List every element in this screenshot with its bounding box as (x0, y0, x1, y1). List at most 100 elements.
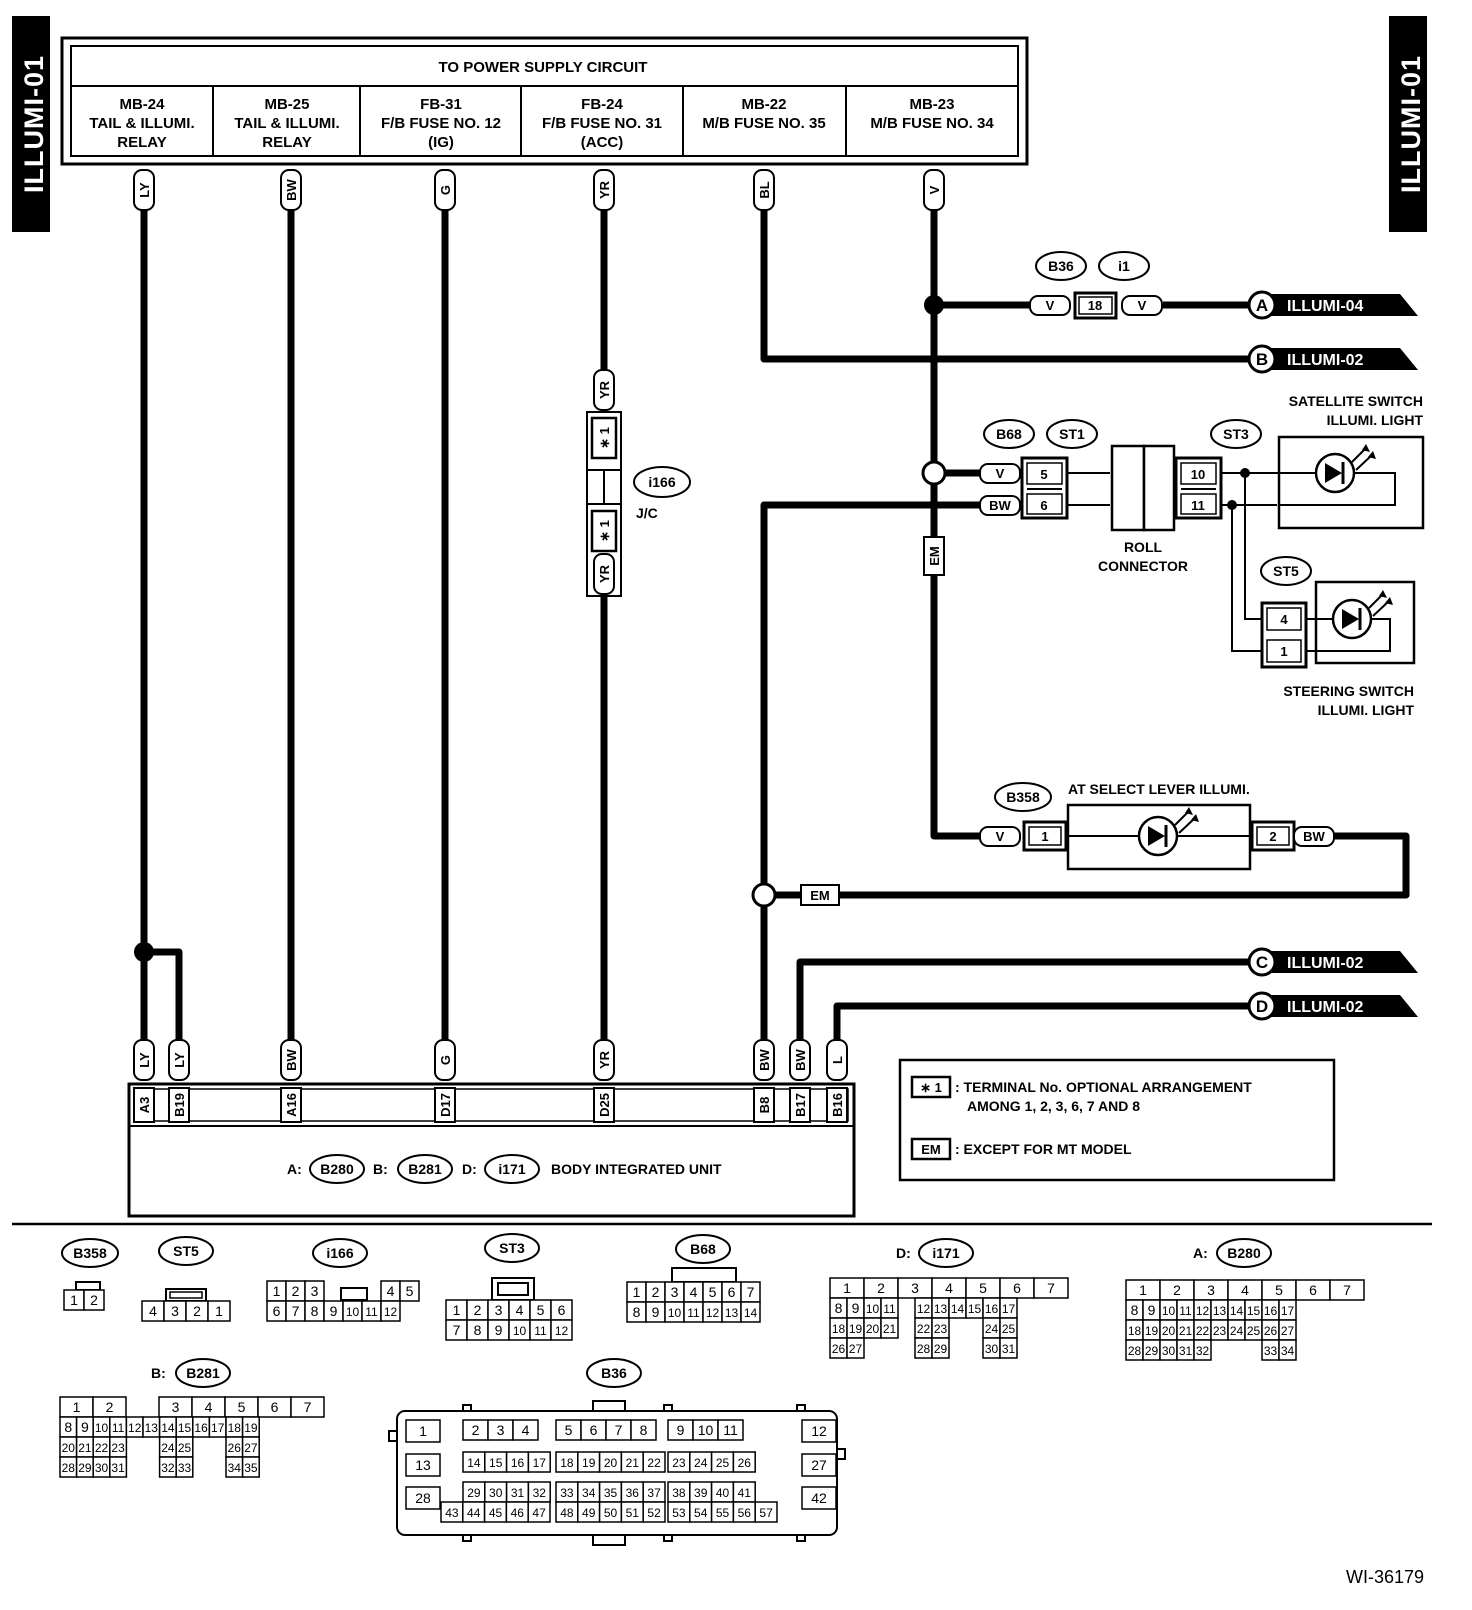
b36-pin-4: 4 (522, 1422, 530, 1438)
ps-col-6-line-2: M/B FUSE NO. 34 (870, 115, 994, 132)
b68-pin-14: 14 (744, 1306, 758, 1320)
i171-pin-31: 31 (1002, 1342, 1016, 1356)
i171-pin-30: 30 (985, 1342, 999, 1356)
b36-pin-cell (512, 1419, 539, 1441)
page-tag-right: ILLUMI-01 (1389, 16, 1427, 232)
biu-pin-a16: A16 (284, 1093, 299, 1117)
b36-pin-25: 25 (716, 1456, 730, 1470)
b68-pin-cell (740, 1301, 761, 1323)
b36-pin-cell (801, 1419, 837, 1443)
b68-pin-7: 7 (747, 1284, 755, 1300)
body-integrated-unit: A3 B19 A16 D17 D25 B8 B17 B16 LY LY BW G (127, 1039, 856, 1218)
junction-dot (134, 942, 154, 962)
b281-pin-35: 35 (244, 1461, 258, 1475)
power-supply-title: TO POWER SUPPLY CIRCUIT (439, 59, 648, 76)
satellite-label-1: SATELLITE SWITCH (1289, 393, 1423, 409)
b281-pin-9: 9 (81, 1419, 89, 1435)
face-label-i171: i171 (932, 1245, 959, 1261)
em-tag-vertical: EM (923, 536, 945, 576)
b280-pin-20: 20 (1162, 1324, 1176, 1338)
b36-pin-46: 46 (511, 1506, 525, 1520)
b281-pin-13: 13 (145, 1421, 159, 1435)
face-label-st3: ST3 (499, 1240, 525, 1256)
b36-pin-cell (642, 1451, 666, 1473)
st3-pin-8: 8 (474, 1322, 482, 1338)
b36-pin-1: 1 (419, 1423, 427, 1439)
connector-b36-i1: B36 i1 V 18 V (1029, 251, 1163, 320)
b280-pin-19: 19 (1145, 1324, 1159, 1338)
b68-pin-13: 13 (725, 1306, 739, 1320)
b281-pin-2: 2 (106, 1399, 114, 1415)
i171-pin-cell (1033, 1277, 1069, 1299)
connector-b358-label: B358 (1006, 789, 1040, 805)
st3-pin-3: 3 (495, 1302, 503, 1318)
b36-pin-33: 33 (560, 1486, 574, 1500)
b36-pin-5: 5 (565, 1422, 573, 1438)
connector-st1-label: ST1 (1059, 426, 1085, 442)
legend-text-2: : EXCEPT FOR MT MODEL (955, 1141, 1132, 1157)
page-tag-left-text: ILLUMI-01 (19, 55, 49, 193)
b280-pin-27: 27 (1281, 1324, 1295, 1338)
b281-pin-30: 30 (95, 1461, 109, 1475)
offpage-d-ref: ILLUMI-02 (1287, 999, 1364, 1016)
b280-pin-7: 7 (1343, 1282, 1351, 1298)
connector-st5-pin-4: 4 (1280, 612, 1288, 627)
b36-pin-35: 35 (604, 1486, 618, 1500)
b281-pin-33: 33 (178, 1461, 192, 1475)
b68-pin-2: 2 (652, 1284, 660, 1300)
b36-pin-36: 36 (626, 1486, 640, 1500)
i171-pin-cell (931, 1337, 950, 1359)
b358-pin-cell (83, 1289, 105, 1311)
b281-pin-23: 23 (111, 1441, 125, 1455)
wire-tag-top-3: G (438, 185, 453, 195)
b280-pin-3: 3 (1207, 1282, 1215, 1298)
b281-pin-34: 34 (228, 1461, 242, 1475)
b280-pin-34: 34 (1281, 1344, 1295, 1358)
b36-pin-cell (527, 1451, 551, 1473)
b281-pin-16: 16 (194, 1421, 208, 1435)
b36-pin-38: 38 (672, 1486, 686, 1500)
b280-pin-24: 24 (1230, 1324, 1244, 1338)
i171-pin-5: 5 (979, 1280, 987, 1296)
ps-col-5-line-2: M/B FUSE NO. 35 (702, 115, 825, 132)
b280-pin-25: 25 (1247, 1324, 1261, 1338)
biu-pin-b19: B19 (172, 1093, 187, 1117)
b36-pin-cell (801, 1453, 837, 1477)
face-label-st5: ST5 (173, 1243, 199, 1259)
b281-pin-5: 5 (238, 1399, 246, 1415)
i171-pin-cell (880, 1317, 899, 1339)
satellite-label-2: ILLUMI. LIGHT (1327, 412, 1424, 428)
b281-pin-32: 32 (161, 1461, 175, 1475)
legend-text-1b: AMONG 1, 2, 3, 6, 7 AND 8 (967, 1098, 1140, 1114)
junction-dot (1227, 500, 1237, 510)
b36-pin-2: 2 (472, 1422, 480, 1438)
b36-pin-12: 12 (811, 1423, 827, 1439)
st3-pin-6: 6 (558, 1302, 566, 1318)
b281-pin-cell (290, 1396, 325, 1418)
b36-pin-52: 52 (647, 1506, 661, 1520)
b36-pin-53: 53 (672, 1506, 686, 1520)
b281-pin-7: 7 (304, 1399, 312, 1415)
i171-pin-18: 18 (832, 1322, 846, 1336)
b36-pin-8: 8 (640, 1422, 648, 1438)
ps-col-4-line-3: (ACC) (581, 134, 624, 151)
legend: ∗ 1 : TERMINAL No. OPTIONAL ARRANGEMENT … (898, 1058, 1336, 1182)
b281-pin-22: 22 (95, 1441, 109, 1455)
st3-pin-12: 12 (555, 1324, 569, 1338)
ps-col-3-line-3: (IG) (428, 134, 454, 151)
st3-pin-2: 2 (474, 1302, 482, 1318)
connector-b68-pin-6: 6 (1040, 498, 1047, 513)
wire-tag-b36-right: V (1138, 298, 1147, 313)
wire-tag-b36-left: V (1046, 298, 1055, 313)
st5-pin-1: 1 (215, 1303, 223, 1319)
b68-pin-6: 6 (728, 1284, 736, 1300)
biu-pin-b16: B16 (830, 1093, 845, 1117)
b280-pin-12: 12 (1196, 1304, 1210, 1318)
i171-pin-13: 13 (934, 1302, 948, 1316)
b36-pin-cell (732, 1451, 756, 1473)
biu-prefix-a: A: (287, 1161, 302, 1177)
biu-wire-3: BW (284, 1048, 299, 1070)
roll-connector-label-1: ROLL (1124, 539, 1163, 555)
biu-pin-a3: A3 (137, 1097, 152, 1114)
i171-pin-17: 17 (1002, 1302, 1016, 1316)
